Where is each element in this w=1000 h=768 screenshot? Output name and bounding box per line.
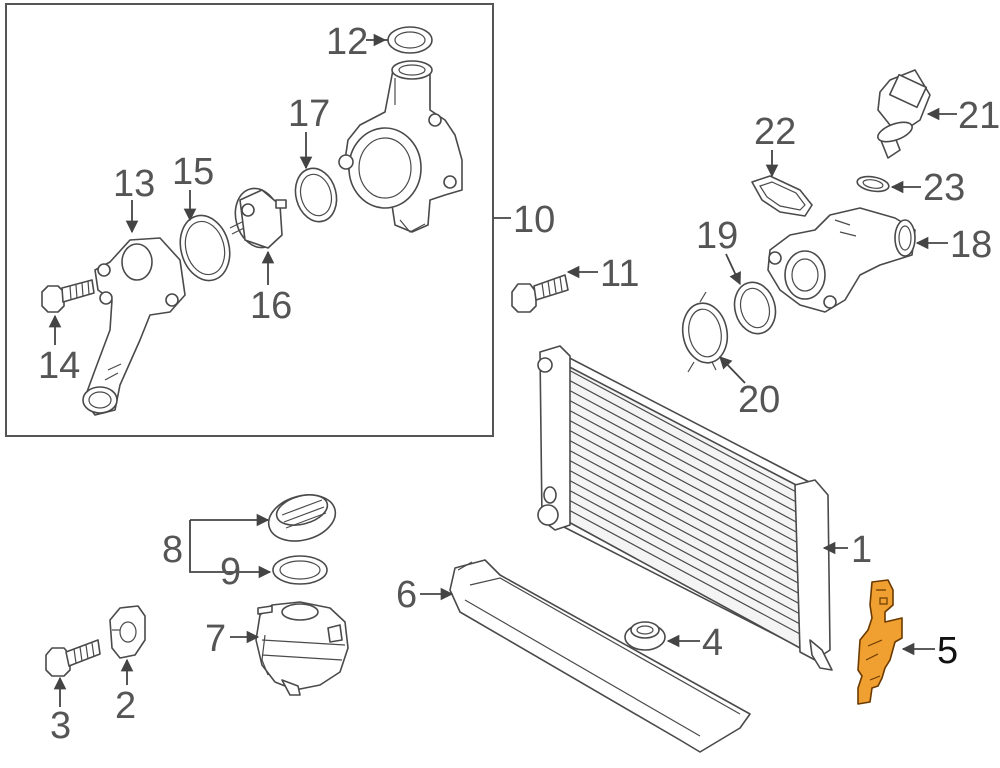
- part-15-o-ring[interactable]: [173, 210, 236, 286]
- callout-11[interactable]: 11: [600, 253, 639, 295]
- callout-17[interactable]: 17: [288, 93, 330, 135]
- part-16-thermostat[interactable]: [229, 183, 287, 252]
- part-8-reservoir-cap[interactable]: [263, 488, 340, 548]
- callout-16[interactable]: 16: [250, 285, 292, 327]
- callout-1[interactable]: 1: [851, 529, 872, 571]
- callout-5[interactable]: 5: [937, 630, 958, 672]
- part-14-bolt[interactable]: [41, 279, 95, 313]
- part-19-o-ring[interactable]: [729, 278, 781, 339]
- callout-9[interactable]: 9: [220, 551, 241, 593]
- part-11-bolt[interactable]: [511, 274, 569, 313]
- leader-lines: [48, 40, 957, 707]
- part-3-bolt[interactable]: [45, 639, 101, 677]
- part-1-radiator[interactable]: [537, 345, 833, 671]
- part-2-clip[interactable]: [109, 605, 146, 659]
- callout-22[interactable]: 22: [754, 111, 796, 153]
- callout-2[interactable]: 2: [115, 685, 136, 727]
- callout-13[interactable]: 13: [113, 163, 155, 205]
- callout-8[interactable]: 8: [162, 529, 183, 571]
- callout-20[interactable]: 20: [738, 379, 780, 421]
- callout-23[interactable]: 23: [923, 167, 965, 209]
- part-21-temperature-sensor[interactable]: [875, 69, 931, 159]
- callout-6[interactable]: 6: [396, 574, 417, 616]
- part-7-expansion-tank[interactable]: [255, 601, 349, 696]
- part-6-air-guide[interactable]: [449, 559, 751, 753]
- part-22-gasket[interactable]: [751, 175, 813, 217]
- callout-3[interactable]: 3: [50, 705, 71, 747]
- callout-21[interactable]: 21: [958, 95, 1000, 137]
- callout-14[interactable]: 14: [38, 345, 80, 387]
- callout-12[interactable]: 12: [326, 21, 368, 63]
- part-10-thermostat-housing[interactable]: [338, 60, 463, 233]
- callout-7[interactable]: 7: [205, 618, 226, 660]
- part-18-coolant-flange[interactable]: [767, 207, 916, 313]
- callout-19[interactable]: 19: [696, 215, 738, 257]
- part-4-grommet[interactable]: [624, 621, 666, 651]
- part-23-seal[interactable]: [856, 174, 890, 193]
- callout-4[interactable]: 4: [702, 622, 723, 664]
- part-20-retaining-clip[interactable]: [678, 291, 732, 373]
- part-12-seal-ring[interactable]: [387, 26, 433, 54]
- part-17-o-ring[interactable]: [290, 164, 343, 227]
- callout-15[interactable]: 15: [172, 151, 214, 193]
- part-13-coolant-flange[interactable]: [82, 237, 186, 416]
- part-5-bracket-shape: [857, 579, 903, 705]
- part-9-cap-seal[interactable]: [272, 555, 328, 585]
- callout-18[interactable]: 18: [950, 224, 992, 266]
- callout-10[interactable]: 10: [513, 199, 555, 241]
- part-5-bracket-highlighted[interactable]: [857, 579, 903, 705]
- callout-labels: 12 10 17 15 13 16 14 11 21 23 22 18 19 2…: [38, 21, 1000, 747]
- assembly-group-box: [5, 3, 494, 437]
- radiator-fins: [564, 367, 801, 635]
